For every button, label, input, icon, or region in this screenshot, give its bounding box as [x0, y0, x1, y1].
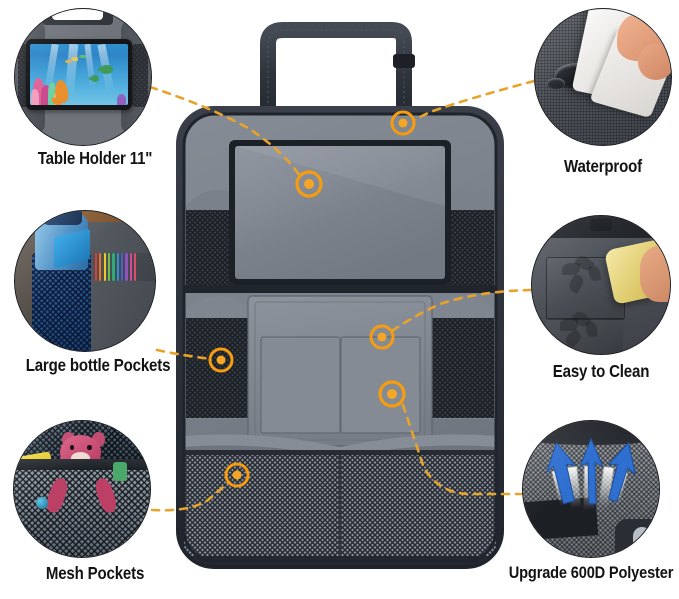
- line-large-bottle-pockets: [155, 348, 214, 361]
- feature-label-upgrade-600d-polyester: Upgrade 600D Polyester: [508, 563, 674, 582]
- table-holder-icon: [14, 8, 152, 146]
- feature-upgrade-600d-polyester[interactable]: Upgrade 600D Polyester: [509, 420, 673, 581]
- line-easy-to-clean: [390, 288, 533, 333]
- marker-handle[interactable]: [390, 110, 416, 136]
- feature-table-holder[interactable]: Table Holder 11": [14, 8, 152, 167]
- line-table-holder: [148, 85, 302, 178]
- marker-side-mesh[interactable]: [208, 347, 234, 373]
- feature-label-table-holder: Table Holder 11": [37, 148, 153, 168]
- marker-bottom-mesh[interactable]: [224, 462, 250, 488]
- feature-easy-to-clean[interactable]: Easy to Clean: [531, 215, 671, 380]
- feature-label-easy-to-clean: Easy to Clean: [552, 361, 650, 381]
- easy-to-clean-icon: [531, 215, 671, 355]
- center-left-sub-pocket: [260, 336, 341, 434]
- mesh-pockets-icon: [13, 420, 151, 558]
- feature-waterproof[interactable]: Waterproof: [534, 8, 672, 175]
- upgrade-600d-polyester-icon: [522, 420, 660, 558]
- airflow-arrows-icon: [545, 437, 637, 505]
- marker-pocket-edge[interactable]: [378, 380, 406, 408]
- line-mesh-pockets: [150, 480, 231, 512]
- waterproof-icon: [534, 8, 672, 146]
- marker-tablet-window[interactable]: [295, 170, 323, 198]
- feature-label-large-bottle-pockets: Large bottle Pockets: [25, 355, 171, 375]
- large-bottle-pockets-icon: [14, 210, 156, 352]
- feature-label-mesh-pockets: Mesh Pockets: [45, 563, 145, 583]
- feature-mesh-pockets[interactable]: Mesh Pockets: [13, 420, 151, 582]
- marker-middle-pocket[interactable]: [369, 324, 395, 350]
- feature-large-bottle-pockets[interactable]: Large bottle Pockets: [14, 210, 170, 374]
- clear-tablet-holder-window: [235, 146, 445, 279]
- feature-label-waterproof: Waterproof: [564, 156, 642, 176]
- line-waterproof: [412, 79, 536, 122]
